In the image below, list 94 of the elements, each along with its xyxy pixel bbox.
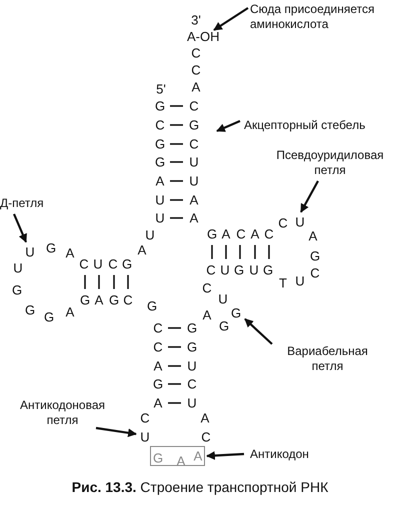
- nucleotide-letter: G: [310, 248, 320, 264]
- nucleotide-letter: C: [206, 262, 216, 278]
- nucleotide-letter: G: [154, 98, 166, 114]
- strand-end-label: 5': [156, 82, 166, 96]
- nucleotide-letter: A: [66, 304, 74, 320]
- nucleotide-letter: U: [155, 210, 165, 226]
- nucleotide-letter: G: [154, 154, 166, 170]
- nucleotide-letter: G: [186, 320, 198, 336]
- nucleotide-letter: U: [187, 358, 197, 374]
- nucleotide-letter: G: [12, 282, 22, 298]
- nucleotide-letter: G: [152, 450, 164, 466]
- leader-arrow: [96, 426, 137, 438]
- nucleotide-letter: A: [200, 410, 210, 426]
- nucleotide-letter: U: [140, 430, 150, 444]
- nucleotide-letter: U: [25, 244, 35, 260]
- nucleotide-letter: G: [108, 292, 120, 308]
- nucleotide-letter: U: [187, 396, 197, 410]
- leader-arrow: [216, 120, 240, 132]
- nucleotide-letter: T: [279, 276, 287, 290]
- nucleotide-letter: G: [218, 318, 230, 334]
- nucleotide-letter: U: [218, 292, 228, 306]
- nucleotide-letter: C: [236, 226, 246, 242]
- leader-arrow: [300, 180, 319, 213]
- nucleotide-letter: A: [138, 242, 146, 258]
- nucleotide-letter: C: [108, 256, 118, 272]
- anticodon-box: [150, 446, 205, 466]
- leader-arrow: [206, 451, 244, 460]
- nucleotide-letter: A: [66, 246, 74, 260]
- nucleotide-letter: A-OH: [187, 29, 220, 44]
- nucleotide-letter: C: [310, 266, 320, 280]
- nucleotide-letter: C: [191, 46, 201, 60]
- leader-arrow: [213, 7, 249, 31]
- nucleotide-letter: G: [186, 340, 198, 354]
- nucleotide-letter: U: [13, 260, 23, 276]
- nucleotide-letter: A: [94, 292, 104, 308]
- nucleotide-letter: C: [140, 410, 150, 426]
- nucleotide-letter: A: [194, 448, 202, 464]
- nucleotide-letter: C: [79, 256, 89, 272]
- leader-arrow: [244, 318, 273, 345]
- nucleotide-letter: A: [222, 226, 230, 242]
- nucleotide-letter: C: [278, 216, 288, 230]
- nucleotide-letter: A: [154, 396, 162, 410]
- nucleotide-letter: U: [93, 256, 103, 272]
- nucleotide-letter: C: [187, 376, 197, 392]
- nucleotide-letter: U: [189, 154, 199, 170]
- nucleotide-letter: G: [44, 310, 54, 324]
- nucleotide-letter: U: [295, 274, 305, 288]
- callout-label: Акцепторный стебель: [244, 118, 394, 133]
- nucleotide-letter: C: [189, 98, 199, 114]
- figure-caption: Рис. 13.3. Строение транспортной РНК: [70, 480, 330, 495]
- strand-end-label: 3': [191, 12, 201, 28]
- nucleotide-letter: G: [80, 292, 90, 308]
- callout-label: Сюда присоединяется аминокислота: [250, 2, 400, 32]
- nucleotide-letter: A: [154, 358, 162, 374]
- nucleotide-letter: G: [46, 240, 56, 256]
- nucleotide-letter: A: [176, 454, 186, 468]
- nucleotide-letter: C: [153, 340, 163, 354]
- nucleotide-letter: A: [192, 80, 200, 94]
- nucleotide-letter: U: [220, 262, 230, 278]
- nucleotide-letter: U: [155, 192, 165, 208]
- nucleotide-letter: G: [152, 376, 164, 392]
- callout-label: Псевдоуридиловая петля: [260, 148, 400, 178]
- nucleotide-letter: C: [201, 430, 211, 444]
- nucleotide-letter: A: [156, 174, 164, 188]
- nucleotide-letter: G: [262, 262, 274, 278]
- nucleotide-letter: A: [202, 308, 212, 322]
- nucleotide-letter: U: [295, 214, 305, 230]
- nucleotide-letter: A: [308, 228, 318, 244]
- callout-label: Д-петля: [0, 196, 60, 211]
- nucleotide-letter: A: [190, 192, 198, 208]
- nucleotide-letter: C: [153, 320, 163, 336]
- nucleotide-letter: U: [189, 174, 199, 188]
- nucleotide-letter: G: [146, 298, 158, 314]
- nucleotide-letter: G: [206, 226, 218, 242]
- nucleotide-letter: G: [122, 256, 132, 272]
- nucleotide-letter: U: [145, 228, 155, 242]
- nucleotide-letter: C: [189, 136, 199, 152]
- callout-label: Вариабельная петля: [275, 344, 380, 374]
- nucleotide-letter: C: [202, 280, 212, 296]
- nucleotide-letter: G: [154, 136, 166, 152]
- nucleotide-letter: G: [188, 118, 200, 132]
- nucleotide-letter: G: [234, 262, 244, 278]
- nucleotide-letter: A: [190, 210, 198, 226]
- nucleotide-letter: A: [250, 226, 260, 242]
- nucleotide-letter: C: [155, 118, 165, 132]
- callout-label: Антикодоновая петля: [5, 398, 120, 428]
- leader-arrow: [12, 214, 28, 243]
- callout-label: Антикодон: [250, 447, 330, 462]
- nucleotide-letter: U: [249, 262, 259, 278]
- nucleotide-letter: G: [230, 306, 242, 320]
- nucleotide-letter: C: [191, 62, 201, 78]
- nucleotide-letter: C: [264, 226, 274, 242]
- nucleotide-letter: G: [24, 302, 36, 318]
- nucleotide-letter: C: [123, 292, 133, 308]
